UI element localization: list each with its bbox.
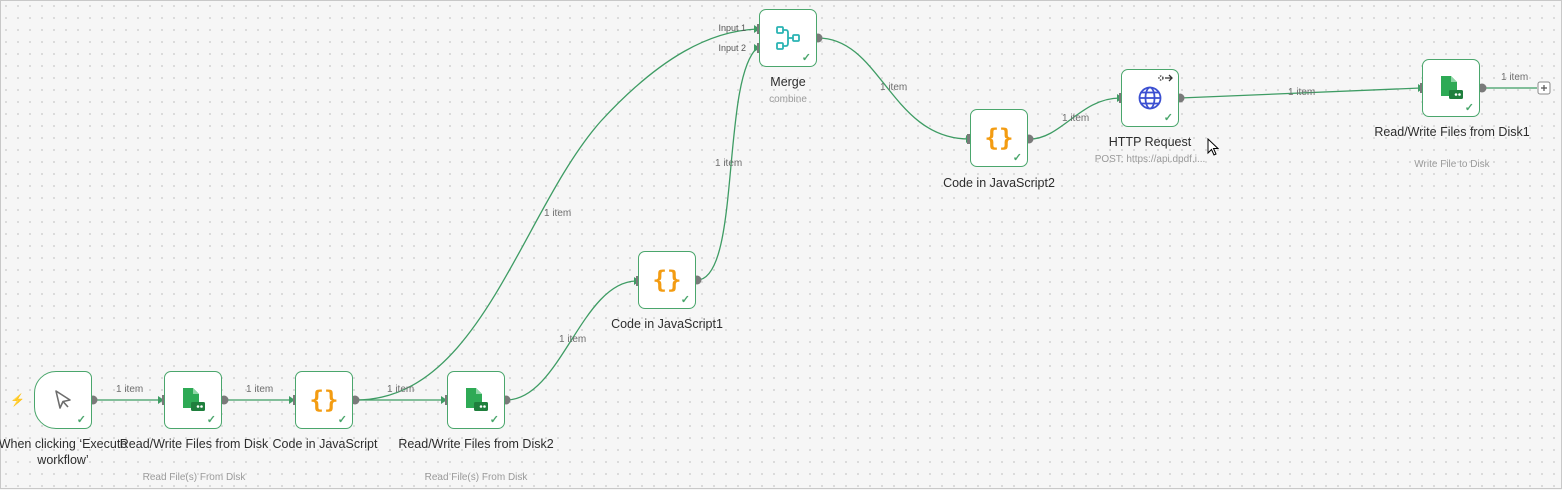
check-icon: ✓ — [1012, 152, 1022, 164]
node-subtitle: Read File(s) From Disk — [424, 472, 528, 483]
add-node-button[interactable] — [1537, 81, 1551, 95]
check-icon: ✓ — [1464, 102, 1474, 114]
edge-label: 1 item — [715, 158, 743, 169]
check-icon: ✓ — [337, 414, 347, 426]
node-title: HTTP Request — [1108, 135, 1192, 149]
edge-label: 1 item — [559, 334, 587, 345]
node-subtitle: POST: https://api.dpdf.i... — [1094, 154, 1206, 165]
globe-icon — [1136, 84, 1164, 112]
node-title: Code in JavaScript2 — [943, 176, 1055, 190]
node-merge[interactable]: ✓ — [759, 9, 817, 67]
edge-label: 1 item — [544, 208, 572, 219]
node-code-javascript[interactable]: {} ✓ — [295, 371, 353, 429]
check-icon: ✓ — [489, 414, 499, 426]
merge-input-1-label: Input 1 — [718, 23, 746, 33]
node-code-javascript-2[interactable]: {} ✓ — [970, 109, 1028, 167]
node-title: Read/Write Files from Disk — [119, 437, 269, 451]
webhook-arrow-icon — [1158, 73, 1174, 83]
node-subtitle: Read File(s) From Disk — [142, 472, 246, 483]
merge-input-2-label: Input 2 — [718, 43, 746, 53]
edge-code1-merge — [355, 28, 758, 401]
node-title: Code in JavaScript1 — [611, 317, 723, 331]
check-icon: ✓ — [680, 294, 690, 306]
node-title: Read/Write Files from Disk2 — [398, 437, 554, 451]
curly-braces-icon: {} — [652, 266, 682, 294]
curly-braces-icon: {} — [984, 124, 1014, 152]
check-icon: ✓ — [1163, 112, 1173, 124]
cursor-arrow-icon — [51, 388, 75, 412]
check-icon: ✓ — [206, 414, 216, 426]
node-code-javascript-1[interactable]: {} ✓ — [638, 251, 696, 309]
edge-label: 1 item — [387, 384, 415, 395]
node-title: Merge — [770, 75, 806, 89]
check-icon: ✓ — [801, 52, 811, 64]
node-read-write-files-2[interactable]: ✓ — [447, 371, 505, 429]
curly-braces-icon: {} — [309, 386, 339, 414]
edge-label: 1 item — [1062, 113, 1090, 124]
node-subtitle: combine — [769, 94, 807, 105]
trigger-bolt-icon: ⚡ — [10, 393, 25, 407]
edge-label: 1 item — [880, 82, 908, 93]
edge-http-write1 — [1179, 87, 1422, 99]
edge-code2-merge — [696, 47, 758, 281]
edge-label: 1 item — [1288, 87, 1316, 98]
node-trigger[interactable]: ✓ — [34, 371, 92, 429]
file-drive-icon — [179, 386, 207, 414]
edge-label: 1 item — [116, 384, 144, 395]
node-read-write-files[interactable]: ✓ — [164, 371, 222, 429]
mouse-cursor-icon — [1207, 137, 1221, 163]
edge-label: 1 item — [1501, 72, 1529, 83]
node-title: When clicking ‘Execute workflow’ — [0, 437, 128, 467]
check-icon: ✓ — [76, 414, 86, 426]
edge-read2-code2 — [505, 280, 638, 401]
node-subtitle: Write File to Disk — [1414, 159, 1490, 170]
merge-icon — [774, 24, 802, 52]
node-title: Code in JavaScript — [272, 437, 378, 451]
edge-merge-code3 — [817, 37, 970, 140]
node-http-request[interactable]: ✓ — [1121, 69, 1179, 127]
edge-code3-http — [1029, 97, 1121, 140]
file-drive-icon — [1437, 74, 1465, 102]
edge-label: 1 item — [246, 384, 274, 395]
node-read-write-files-1[interactable]: ✓ — [1422, 59, 1480, 117]
node-title: Read/Write Files from Disk1 — [1374, 125, 1530, 139]
file-drive-icon — [462, 386, 490, 414]
